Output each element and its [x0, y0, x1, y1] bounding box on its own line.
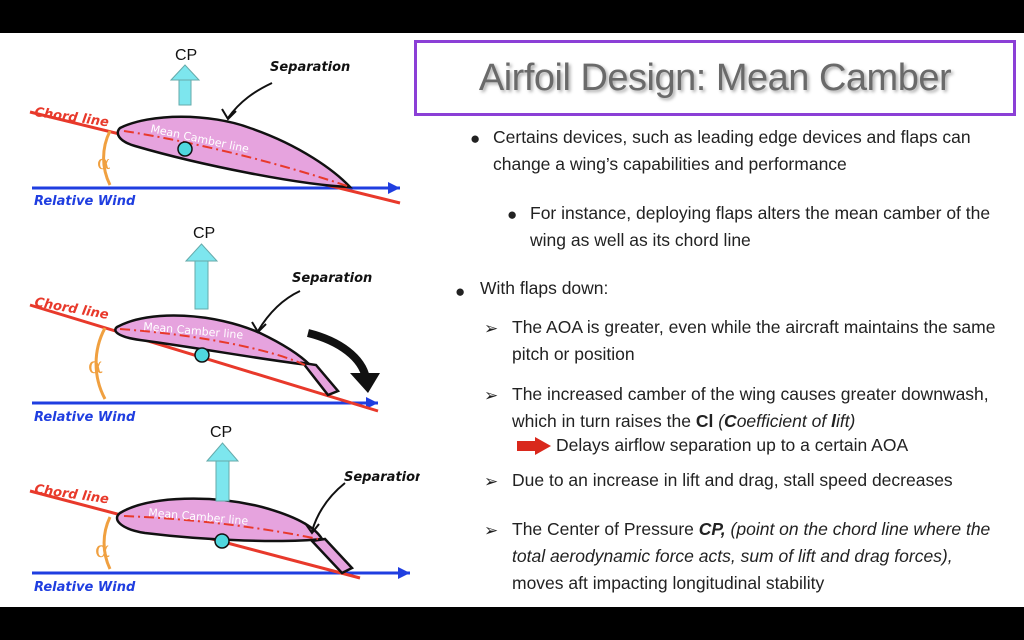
slide-title: Airfoil Design: Mean Camber [478, 56, 952, 99]
separation-pointer [227, 82, 273, 119]
cp-dot [177, 141, 193, 157]
chord-line-label: Chord line [33, 482, 109, 507]
diagram-flaps-down-aft-cp: CP Separation Chord line Relative Wind M… [29, 424, 420, 595]
diagram-clean-wing: CP Separation Chord line Relative Wind M… [29, 47, 401, 209]
separation-label: Separation [270, 60, 350, 75]
separation-pointer-head [251, 321, 267, 334]
cp-arrow-shaft [194, 258, 209, 310]
cp-label: CP [175, 47, 197, 64]
alpha-arc [102, 130, 112, 186]
point-stall-speed: Due to an increase in lift and drag, sta… [512, 470, 953, 490]
cl-term: Cl [695, 411, 714, 431]
slide: CP Separation Chord line Relative Wind M… [0, 33, 1024, 607]
cp-arrow-head [184, 243, 219, 262]
cp-arrow-shaft [178, 77, 192, 106]
cp-arrow-head [205, 442, 240, 462]
cp-label: CP [210, 424, 232, 441]
cp-label: CP [193, 225, 215, 242]
alpha-arc [102, 516, 112, 570]
cp-arrow-shaft [215, 457, 230, 502]
wind-arrowhead [398, 567, 410, 579]
arrow-bullet-icon: ➢ [484, 319, 499, 338]
bullet-dot: ● [470, 129, 481, 148]
flap-shape [309, 537, 355, 575]
separation-label: Separation [292, 271, 372, 286]
chord-line-label: Chord line [33, 105, 109, 130]
wind-arrowhead [366, 397, 378, 409]
airfoil-diagrams: CP Separation Chord line Relative Wind M… [29, 47, 420, 595]
point-separation-note: Delays airflow separation up to a certai… [556, 435, 909, 455]
relative-wind-label: Relative Wind [34, 410, 136, 425]
alpha-label: α [95, 538, 110, 563]
cp-arrow-head [169, 64, 201, 81]
alpha-label: α [97, 150, 111, 174]
point-center-of-pressure: The Center of Pressure CP, (point on the… [512, 516, 992, 597]
cp-term: CP, [698, 519, 726, 539]
point-aoa: The AOA is greater, even while the aircr… [512, 317, 996, 364]
alpha-label: α [88, 354, 103, 379]
separation-label: Separation [344, 470, 420, 485]
cl-ift: ift) [835, 411, 856, 431]
airfoil-shape [116, 115, 354, 189]
relative-wind-label: Relative Wind [34, 194, 136, 209]
diagram-flaps-down: CP Separation Chord line Relative Wind M… [29, 225, 380, 425]
separation-pointer-head [221, 108, 237, 121]
title-box: Airfoil Design: Mean Camber [414, 40, 1016, 116]
arrow-bullet-icon: ➢ [484, 521, 499, 540]
mean-camber-dash [123, 130, 351, 188]
flap-motion-arrow [306, 329, 370, 380]
arrow-bullet-icon: ➢ [484, 386, 499, 405]
cl-c-letter: C [724, 411, 737, 431]
bullet-flaps-camber: For instance, deploying flaps alters the… [530, 203, 991, 250]
wind-arrowhead [388, 182, 400, 194]
mean-camber-dash [119, 328, 306, 366]
arrow-bullet-icon: ➢ [484, 472, 499, 491]
flap-shape [300, 361, 341, 397]
alpha-arc [94, 327, 107, 400]
bullet-flaps-down: With flaps down: [480, 278, 609, 298]
cl-oefficient: oefficient of [736, 411, 832, 431]
flap-motion-arrowhead [350, 373, 380, 393]
separation-pointer [257, 290, 301, 332]
cp-dot [214, 533, 230, 549]
cp-definition: (point on the chord line where the total… [512, 519, 991, 566]
separation-pointer-head [304, 522, 320, 535]
relative-wind-label: Relative Wind [34, 580, 136, 595]
cp-dot [194, 347, 210, 363]
bullet-devices: Certains devices, such as leading edge d… [493, 127, 971, 174]
cp-text-post: moves aft impacting longitudinal stabili… [512, 573, 825, 593]
point-camber-text: The increased camber of the wing causes … [512, 384, 989, 431]
cl-paren-open: ( [713, 411, 725, 431]
cl-l-letter: l [831, 411, 836, 431]
bullet-dot: ● [455, 282, 466, 301]
cp-text-pre: The Center of Pressure [512, 519, 699, 539]
separation-pointer [311, 482, 346, 532]
bullet-dot: ● [507, 205, 518, 224]
mean-camber-dash [123, 515, 319, 540]
red-arrow-icon [517, 437, 551, 455]
point-camber: The increased camber of the wing causes … [512, 381, 1012, 435]
